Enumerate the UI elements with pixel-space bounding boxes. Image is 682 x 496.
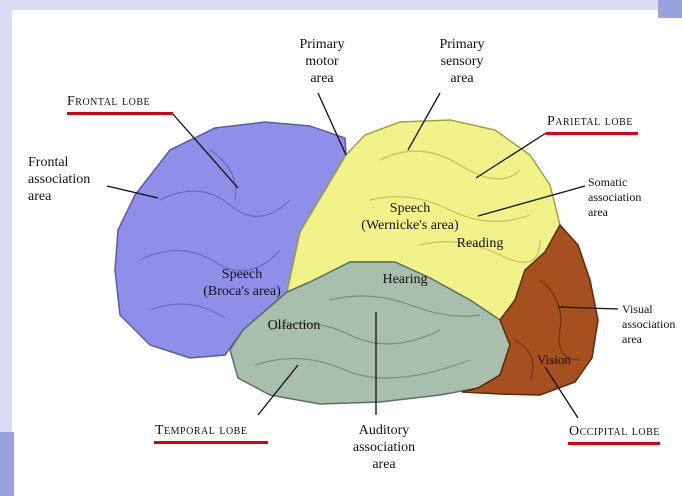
brain-diagram-canvas: Frontal lobe Parietal lobe Temporal lobe… [14,10,658,496]
hearing-area-label: Hearing [360,271,450,288]
reading-area-label: Reading [440,235,520,252]
temporal-lobe-label: Temporal lobe [155,423,247,439]
slide-frame-left [0,0,12,496]
slide-frame-top [0,0,682,10]
temporal-lobe-underline [154,441,268,444]
primary-sensory-area-label: Primary sensory area [422,36,502,87]
slide-accent-block-right [658,0,682,18]
parietal-lobe-underline [546,132,638,135]
speech-wernicke-area-label: Speech (Wernicke's area) [340,200,480,234]
visual-association-area-label: Visual association area [622,302,682,347]
parietal-lobe-label: Parietal lobe [547,114,633,130]
olfaction-area-label: Olfaction [254,317,334,334]
primary-motor-area-label: Primary motor area [282,36,362,87]
frontal-lobe-underline [67,112,173,115]
occipital-lobe-underline [568,442,660,445]
frontal-association-area-label: Frontal association area [28,154,118,205]
auditory-association-area-label: Auditory association area [334,422,434,473]
somatic-association-area-label: Somatic association area [588,175,658,220]
speech-broca-area-label: Speech (Broca's area) [182,266,302,300]
frontal-lobe-label: Frontal lobe [67,94,150,110]
occipital-lobe-label: Occipital lobe [569,424,660,440]
vision-area-label: Vision [524,351,584,368]
